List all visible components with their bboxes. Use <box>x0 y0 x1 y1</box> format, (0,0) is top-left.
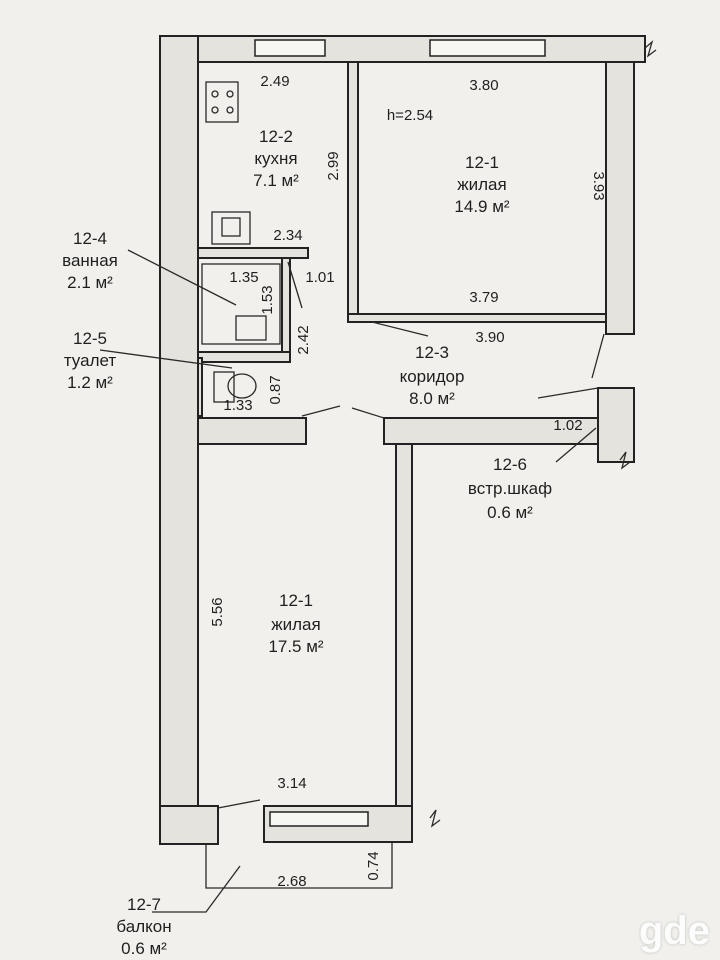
toilet-icon <box>227 373 257 399</box>
stove-icon <box>205 81 239 123</box>
corridor-name: коридор <box>400 367 465 386</box>
dim-kitchen-bottom: 2.34 <box>273 227 302 244</box>
kitchen-name: кухня <box>254 149 297 168</box>
living-bottom-name: жилая <box>271 615 320 634</box>
dim-kitchen-width: 2.49 <box>260 73 289 90</box>
ceiling-height: h=2.54 <box>387 107 433 124</box>
walls <box>159 35 657 889</box>
bathroom-name: ванная <box>62 251 118 270</box>
dim-living-top-width: 3.80 <box>469 77 498 94</box>
bathtub-icon <box>201 263 281 345</box>
living-top-name: жилая <box>457 175 506 194</box>
closet-area: 0.6 м² <box>487 503 533 522</box>
window-living-bottom <box>269 811 369 827</box>
balcony-name: балкон <box>116 917 171 936</box>
dim-wc-width: 1.33 <box>223 397 252 414</box>
dim-wc-depth: 2.42 <box>295 325 312 354</box>
balcony-number: 12-7 <box>127 895 161 914</box>
living-top-area: 14.9 м² <box>454 197 509 216</box>
dim-corridor-width: 3.90 <box>475 329 504 346</box>
dim-living-bottom-width: 3.14 <box>277 775 306 792</box>
fixtures <box>99 81 605 913</box>
dim-wc-small: 0.87 <box>267 375 284 404</box>
dim-closet-width: 1.02 <box>553 417 582 434</box>
corridor-number: 12-3 <box>415 343 449 362</box>
dim-bath-side: 1.01 <box>305 269 334 286</box>
balcony-area: 0.6 м² <box>121 939 167 958</box>
corridor-area: 8.0 м² <box>409 389 455 408</box>
watermark-logo: gde <box>638 909 710 953</box>
bathroom-number: 12-4 <box>73 229 107 248</box>
kitchen-number: 12-2 <box>259 127 293 146</box>
dim-living-top-depth: 3.93 <box>590 171 607 200</box>
bathroom-area: 2.1 м² <box>67 273 113 292</box>
living-top-number: 12-1 <box>465 153 499 172</box>
sink-icon <box>211 211 251 245</box>
closet-number: 12-6 <box>493 455 527 474</box>
dim-kitchen-depth: 2.99 <box>325 151 342 180</box>
door-arc <box>301 405 341 417</box>
dim-bath-depth: 1.53 <box>259 285 276 314</box>
closet-name: встр.шкаф <box>468 479 552 498</box>
dim-balcony-depth: 0.74 <box>365 851 382 880</box>
toilet-number: 12-5 <box>73 329 107 348</box>
living-bottom-number: 12-1 <box>279 591 313 610</box>
window-kitchen <box>254 39 326 57</box>
kitchen-area: 7.1 м² <box>253 171 299 190</box>
toilet-area: 1.2 м² <box>67 373 113 392</box>
dim-bath-width: 1.35 <box>229 269 258 286</box>
toilet-name: туалет <box>64 351 117 370</box>
window-living-top <box>429 39 546 57</box>
dim-balcony-width: 2.68 <box>277 873 306 890</box>
dim-living-bottom-depth: 5.56 <box>209 597 226 626</box>
balcony-outline <box>205 842 393 889</box>
dim-living-top-bottom: 3.79 <box>469 289 498 306</box>
living-bottom-area: 17.5 м² <box>268 637 323 656</box>
